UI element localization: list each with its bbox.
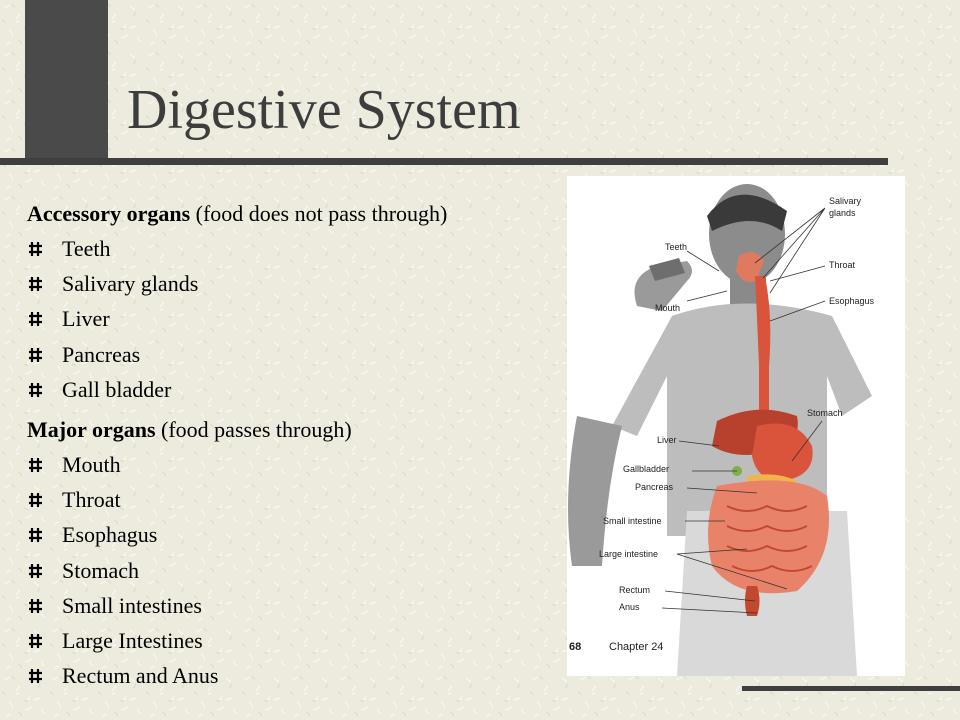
list-item: Liver xyxy=(27,301,562,336)
label-small-intestine: Small intestine xyxy=(603,516,662,526)
hash-bullet-icon xyxy=(29,634,42,649)
page-number: 68 xyxy=(569,641,581,653)
bottom-rule xyxy=(742,686,960,691)
hash-bullet-icon xyxy=(29,669,42,684)
person-figure xyxy=(568,184,872,676)
list-item: Throat xyxy=(27,482,562,517)
label-throat: Throat xyxy=(829,260,856,270)
label-mouth: Mouth xyxy=(655,303,680,313)
title-accent-bar xyxy=(25,0,108,162)
slide-content: Accessory organs (food does not pass thr… xyxy=(27,196,562,693)
list-item: Rectum and Anus xyxy=(27,658,562,693)
label-anus: Anus xyxy=(619,602,640,612)
list-item-label: Small intestines xyxy=(62,592,202,618)
label-salivary: Salivary xyxy=(829,196,862,206)
list-item: Pancreas xyxy=(27,337,562,372)
chapter-label: Chapter 24 xyxy=(609,641,663,653)
list-item-label: Rectum and Anus xyxy=(62,663,219,689)
digestive-diagram: Salivary glands Teeth Throat Mouth Esoph… xyxy=(568,184,875,676)
hash-bullet-icon xyxy=(29,312,42,327)
list-item-label: Pancreas xyxy=(62,341,141,367)
hash-bullet-icon xyxy=(29,242,42,256)
digestive-illustration: Salivary glands Teeth Throat Mouth Esoph… xyxy=(567,176,905,676)
major-heading: Major organs (food passes through) xyxy=(27,412,562,447)
list-item: Large Intestines xyxy=(27,623,562,658)
list-item-label: Gall bladder xyxy=(62,376,172,402)
hash-bullet-icon xyxy=(29,458,42,473)
label-large-intestine: Large intestine xyxy=(599,549,658,559)
list-item-label: Teeth xyxy=(62,236,111,261)
accessory-heading: Accessory organs (food does not pass thr… xyxy=(27,196,562,231)
label-liver: Liver xyxy=(657,435,677,445)
list-item-label: Esophagus xyxy=(62,522,158,548)
hash-bullet-icon xyxy=(29,493,42,508)
label-rectum: Rectum xyxy=(619,585,650,595)
list-item-label: Liver xyxy=(62,306,110,332)
accessory-heading-bold: Accessory organs xyxy=(27,201,191,226)
list-item: Stomach xyxy=(27,553,562,588)
hash-bullet-icon xyxy=(29,347,42,362)
label-esophagus: Esophagus xyxy=(829,296,875,306)
hash-bullet-icon xyxy=(29,382,42,397)
label-gallbladder: Gallbladder xyxy=(623,464,669,474)
list-item: Mouth xyxy=(27,447,562,482)
label-pancreas: Pancreas xyxy=(635,482,674,492)
accessory-heading-rest: (food does not pass through) xyxy=(190,201,448,226)
title-rule xyxy=(0,158,888,165)
list-item: Teeth xyxy=(27,231,562,266)
hash-bullet-icon xyxy=(29,598,42,613)
list-item-label: Stomach xyxy=(62,557,139,583)
list-item: Small intestines xyxy=(27,588,562,623)
label-glands: glands xyxy=(829,208,856,218)
list-item-label: Throat xyxy=(62,487,121,513)
list-item: Esophagus xyxy=(27,517,562,552)
hash-bullet-icon xyxy=(29,563,42,578)
list-item-label: Salivary glands xyxy=(62,271,199,297)
slide-title: Digestive System xyxy=(127,79,521,141)
hash-bullet-icon xyxy=(29,528,42,543)
list-item-label: Mouth xyxy=(62,452,121,478)
major-heading-rest: (food passes through) xyxy=(155,417,352,443)
organs xyxy=(708,252,829,616)
hash-bullet-icon xyxy=(29,277,42,292)
major-heading-bold: Major organs xyxy=(27,417,156,443)
label-teeth: Teeth xyxy=(665,242,687,252)
label-stomach: Stomach xyxy=(807,408,843,418)
list-item: Gall bladder xyxy=(27,372,562,407)
list-item-label: Large Intestines xyxy=(62,628,203,654)
list-item: Salivary glands xyxy=(27,266,562,301)
leader-lines xyxy=(661,207,826,614)
